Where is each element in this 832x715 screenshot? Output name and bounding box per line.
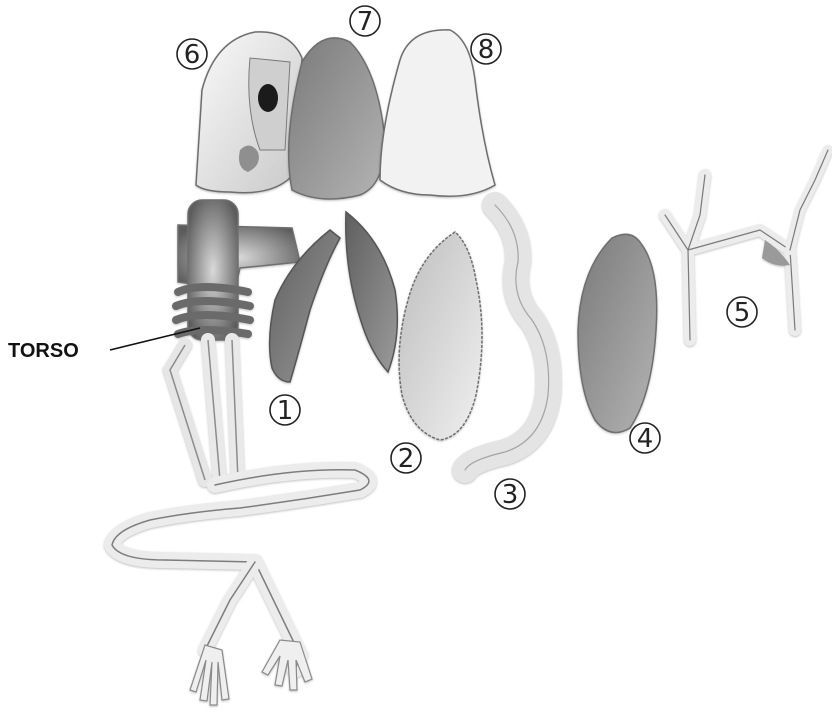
part-4-organ	[578, 234, 657, 432]
torso-label: TORSO	[8, 340, 79, 362]
callout-6-number: 6	[184, 40, 201, 70]
callout-4-number: 4	[637, 424, 654, 454]
callout-6: 6	[177, 39, 207, 70]
callout-7-number: 7	[357, 7, 374, 37]
callout-5-number: 5	[734, 298, 751, 328]
callout-8: 8	[471, 34, 501, 65]
callout-3-number: 3	[502, 480, 519, 510]
callout-3: 3	[495, 479, 525, 510]
callout-1: 1	[270, 395, 300, 426]
left-foot	[190, 645, 229, 705]
part-2-liver	[399, 232, 482, 440]
callout-4: 4	[630, 423, 660, 454]
callout-7: 7	[350, 6, 380, 37]
callout-8-number: 8	[478, 35, 495, 65]
callout-5: 5	[727, 297, 757, 328]
callout-2-number: 2	[398, 444, 415, 474]
callout-2: 2	[391, 443, 421, 474]
part-6-skull	[196, 32, 302, 193]
skeleton-torso	[112, 200, 369, 705]
callout-1-number: 1	[277, 396, 294, 426]
part-7-organ	[289, 38, 385, 199]
